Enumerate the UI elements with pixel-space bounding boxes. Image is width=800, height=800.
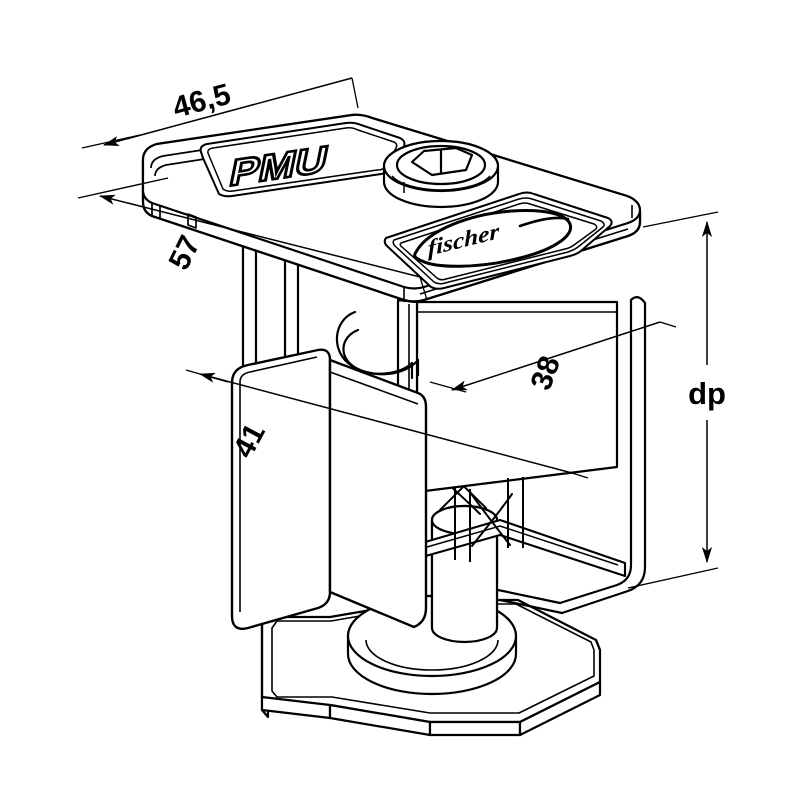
fischer-logo-panel-inner bbox=[392, 197, 605, 285]
lower-thread-marks bbox=[469, 491, 513, 547]
cage-frame-back bbox=[496, 296, 647, 615]
hex-boss-shadow bbox=[391, 175, 491, 193]
fischer-logo-leaf bbox=[413, 209, 573, 268]
base-boss-inner-ring bbox=[365, 639, 499, 671]
left-panel-edges bbox=[239, 356, 419, 612]
left-panel-flap bbox=[230, 348, 428, 630]
hex-socket bbox=[410, 146, 474, 177]
base-plate-edge-relief bbox=[271, 603, 595, 714]
fischer-logo-tail bbox=[518, 216, 570, 228]
cage-lower-shelf-relief bbox=[419, 525, 619, 566]
body-rear-posts bbox=[454, 477, 524, 562]
dimension-label-dp: dp bbox=[688, 376, 726, 411]
pmu-recess-panel bbox=[199, 121, 406, 198]
main-body-box bbox=[396, 298, 619, 494]
dimension-57 bbox=[77, 177, 428, 301]
dimension-41 bbox=[185, 369, 589, 479]
dimension-46-5 bbox=[81, 77, 359, 149]
dimension-38 bbox=[429, 321, 677, 393]
dimension-dp bbox=[627, 211, 719, 589]
pmu-recess-inner bbox=[207, 127, 398, 192]
